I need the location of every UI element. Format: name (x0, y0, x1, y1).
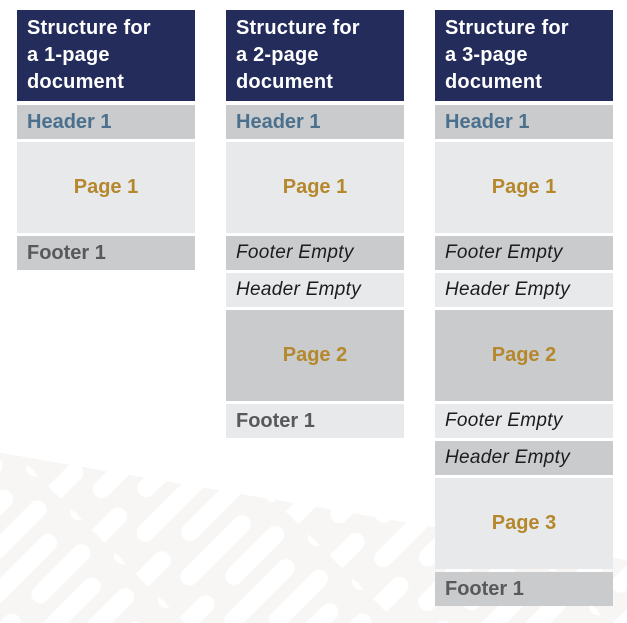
row-footer-empty: Footer Empty (435, 404, 613, 438)
column-title-line: Structure for (445, 17, 569, 39)
row-header-1: Header 1 (17, 105, 195, 139)
column-title: Structure for a 1-page document (17, 10, 195, 101)
row-header-empty: Header Empty (226, 273, 404, 307)
column-title-line: document (27, 71, 125, 93)
column-title-line: a 3-page (445, 44, 528, 66)
column-title-line: document (236, 71, 334, 93)
row-footer-empty: Footer Empty (226, 236, 404, 270)
row-header-1: Header 1 (435, 105, 613, 139)
row-header-empty: Header Empty (435, 441, 613, 475)
column-title-line: Structure for (27, 17, 151, 39)
row-footer-empty: Footer Empty (435, 236, 613, 270)
row-footer-1: Footer 1 (17, 236, 195, 270)
row-page-2: Page 2 (435, 310, 613, 401)
column-title: Structure for a 3-page document (435, 10, 613, 101)
row-page-3: Page 3 (435, 478, 613, 569)
row-footer-1: Footer 1 (226, 404, 404, 438)
column-title-line: a 2-page (236, 44, 319, 66)
row-header-empty: Header Empty (435, 273, 613, 307)
row-page-1: Page 1 (226, 142, 404, 233)
row-page-1: Page 1 (435, 142, 613, 233)
column-title: Structure for a 2-page document (226, 10, 404, 101)
column-title-line: Structure for (236, 17, 360, 39)
row-page-1: Page 1 (17, 142, 195, 233)
row-header-1: Header 1 (226, 105, 404, 139)
column-title-line: document (445, 71, 543, 93)
row-footer-1: Footer 1 (435, 572, 613, 606)
row-page-2: Page 2 (226, 310, 404, 401)
column-title-line: a 1-page (27, 44, 110, 66)
